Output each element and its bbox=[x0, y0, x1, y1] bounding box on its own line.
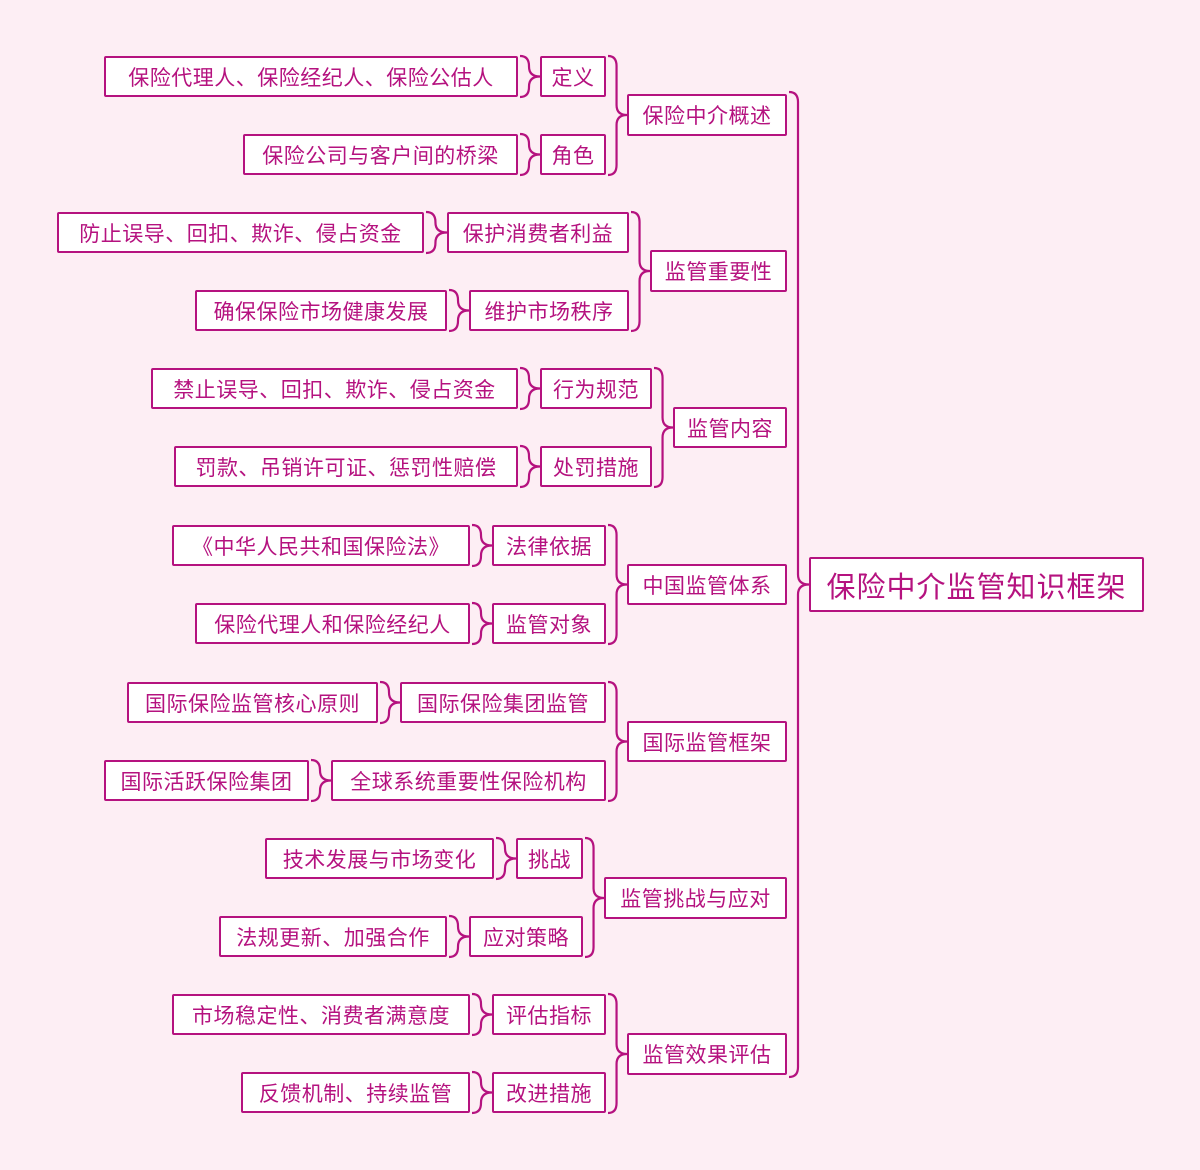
branch-node-regulation-importance[interactable]: 监管重要性 bbox=[650, 250, 787, 292]
detail-label: 法规更新、加强合作 bbox=[236, 925, 430, 950]
topic-label: 全球系统重要性保险机构 bbox=[350, 769, 587, 794]
detail-node[interactable]: 保险公司与客户间的桥梁 bbox=[243, 134, 518, 175]
topic-label: 保护消费者利益 bbox=[462, 221, 614, 246]
detail-node[interactable]: 法规更新、加强合作 bbox=[219, 916, 447, 957]
topic-node-conduct-rules[interactable]: 行为规范 bbox=[540, 368, 652, 409]
topic-label: 国际保险集团监管 bbox=[417, 691, 589, 716]
detail-node[interactable]: 禁止误导、回扣、欺诈、侵占资金 bbox=[151, 368, 518, 409]
topic-node-market-order[interactable]: 维护市场秩序 bbox=[469, 290, 629, 331]
topic-node-penalties[interactable]: 处罚措施 bbox=[540, 446, 652, 487]
detail-label: 罚款、吊销许可证、惩罚性赔偿 bbox=[195, 455, 497, 480]
branch-node-challenges-responses[interactable]: 监管挑战与应对 bbox=[604, 877, 787, 919]
topic-node-protect-consumers[interactable]: 保护消费者利益 bbox=[447, 212, 629, 253]
topic-label: 评估指标 bbox=[506, 1003, 592, 1028]
branch-node-regulation-content[interactable]: 监管内容 bbox=[673, 407, 787, 448]
topic-node-strategies[interactable]: 应对策略 bbox=[469, 916, 583, 957]
topic-label: 应对策略 bbox=[483, 925, 569, 950]
topic-node-role[interactable]: 角色 bbox=[540, 134, 606, 175]
topic-label: 监管对象 bbox=[506, 612, 592, 637]
detail-label: 防止误导、回扣、欺诈、侵占资金 bbox=[79, 221, 402, 246]
detail-node[interactable]: 技术发展与市场变化 bbox=[265, 838, 494, 879]
topic-node-indicators[interactable]: 评估指标 bbox=[492, 994, 606, 1035]
detail-node[interactable]: 《中华人民共和国保险法》 bbox=[172, 525, 470, 566]
detail-label: 保险代理人、保险经纪人、保险公估人 bbox=[128, 65, 494, 90]
branch-node-effectiveness-evaluation[interactable]: 监管效果评估 bbox=[627, 1033, 787, 1075]
detail-label: 国际活跃保险集团 bbox=[120, 769, 293, 794]
branch-node-international-framework[interactable]: 国际监管框架 bbox=[627, 721, 787, 762]
detail-node[interactable]: 国际活跃保险集团 bbox=[104, 760, 309, 801]
branch-label: 保险中介概述 bbox=[642, 104, 772, 128]
detail-node[interactable]: 反馈机制、持续监管 bbox=[241, 1072, 470, 1113]
detail-node[interactable]: 罚款、吊销许可证、惩罚性赔偿 bbox=[174, 446, 518, 487]
topic-node-regulated-parties[interactable]: 监管对象 bbox=[492, 603, 606, 644]
topic-label: 维护市场秩序 bbox=[484, 299, 614, 324]
root-node-label: 保险中介监管知识框架 bbox=[826, 569, 1127, 604]
topic-node-group-supervision[interactable]: 国际保险集团监管 bbox=[400, 682, 606, 723]
topic-label: 角色 bbox=[551, 143, 595, 168]
detail-label: 保险代理人和保险经纪人 bbox=[214, 612, 451, 637]
branch-node-china-regulation[interactable]: 中国监管体系 bbox=[627, 564, 787, 605]
root-node[interactable]: 保险中介监管知识框架 bbox=[809, 557, 1144, 612]
topic-label: 法律依据 bbox=[506, 534, 592, 559]
branch-label: 监管效果评估 bbox=[642, 1043, 772, 1067]
branch-node-intermediary-overview[interactable]: 保险中介概述 bbox=[627, 94, 787, 136]
topic-node-challenges[interactable]: 挑战 bbox=[516, 838, 583, 879]
detail-node[interactable]: 国际保险监管核心原则 bbox=[127, 682, 378, 723]
branch-label: 监管重要性 bbox=[664, 260, 773, 284]
detail-label: 技术发展与市场变化 bbox=[282, 847, 477, 872]
detail-label: 市场稳定性、消费者满意度 bbox=[192, 1003, 450, 1028]
detail-label: 国际保险监管核心原则 bbox=[145, 691, 360, 716]
branch-label: 监管内容 bbox=[687, 416, 773, 441]
topic-node-legal-basis[interactable]: 法律依据 bbox=[492, 525, 606, 566]
topic-label: 挑战 bbox=[528, 847, 571, 872]
branch-label: 国际监管框架 bbox=[642, 730, 772, 755]
detail-label: 禁止误导、回扣、欺诈、侵占资金 bbox=[173, 377, 496, 402]
detail-label: 确保保险市场健康发展 bbox=[213, 299, 429, 324]
detail-node[interactable]: 保险代理人、保险经纪人、保险公估人 bbox=[104, 56, 518, 97]
topic-node-improvements[interactable]: 改进措施 bbox=[492, 1072, 606, 1113]
detail-label: 保险公司与客户间的桥梁 bbox=[262, 143, 499, 168]
detail-node[interactable]: 防止误导、回扣、欺诈、侵占资金 bbox=[57, 212, 424, 253]
topic-label: 行为规范 bbox=[553, 377, 639, 402]
detail-label: 反馈机制、持续监管 bbox=[258, 1081, 453, 1106]
topic-label: 改进措施 bbox=[506, 1081, 592, 1106]
detail-label: 《中华人民共和国保险法》 bbox=[192, 534, 450, 559]
detail-node[interactable]: 确保保险市场健康发展 bbox=[195, 290, 447, 331]
topic-node-gsii[interactable]: 全球系统重要性保险机构 bbox=[331, 760, 606, 801]
topic-node-definition[interactable]: 定义 bbox=[540, 56, 606, 97]
branch-label: 中国监管体系 bbox=[642, 573, 772, 598]
detail-node[interactable]: 保险代理人和保险经纪人 bbox=[195, 603, 470, 644]
topic-label: 处罚措施 bbox=[553, 455, 639, 480]
detail-node[interactable]: 市场稳定性、消费者满意度 bbox=[172, 994, 470, 1035]
branch-label: 监管挑战与应对 bbox=[620, 887, 771, 911]
topic-label: 定义 bbox=[551, 65, 595, 90]
